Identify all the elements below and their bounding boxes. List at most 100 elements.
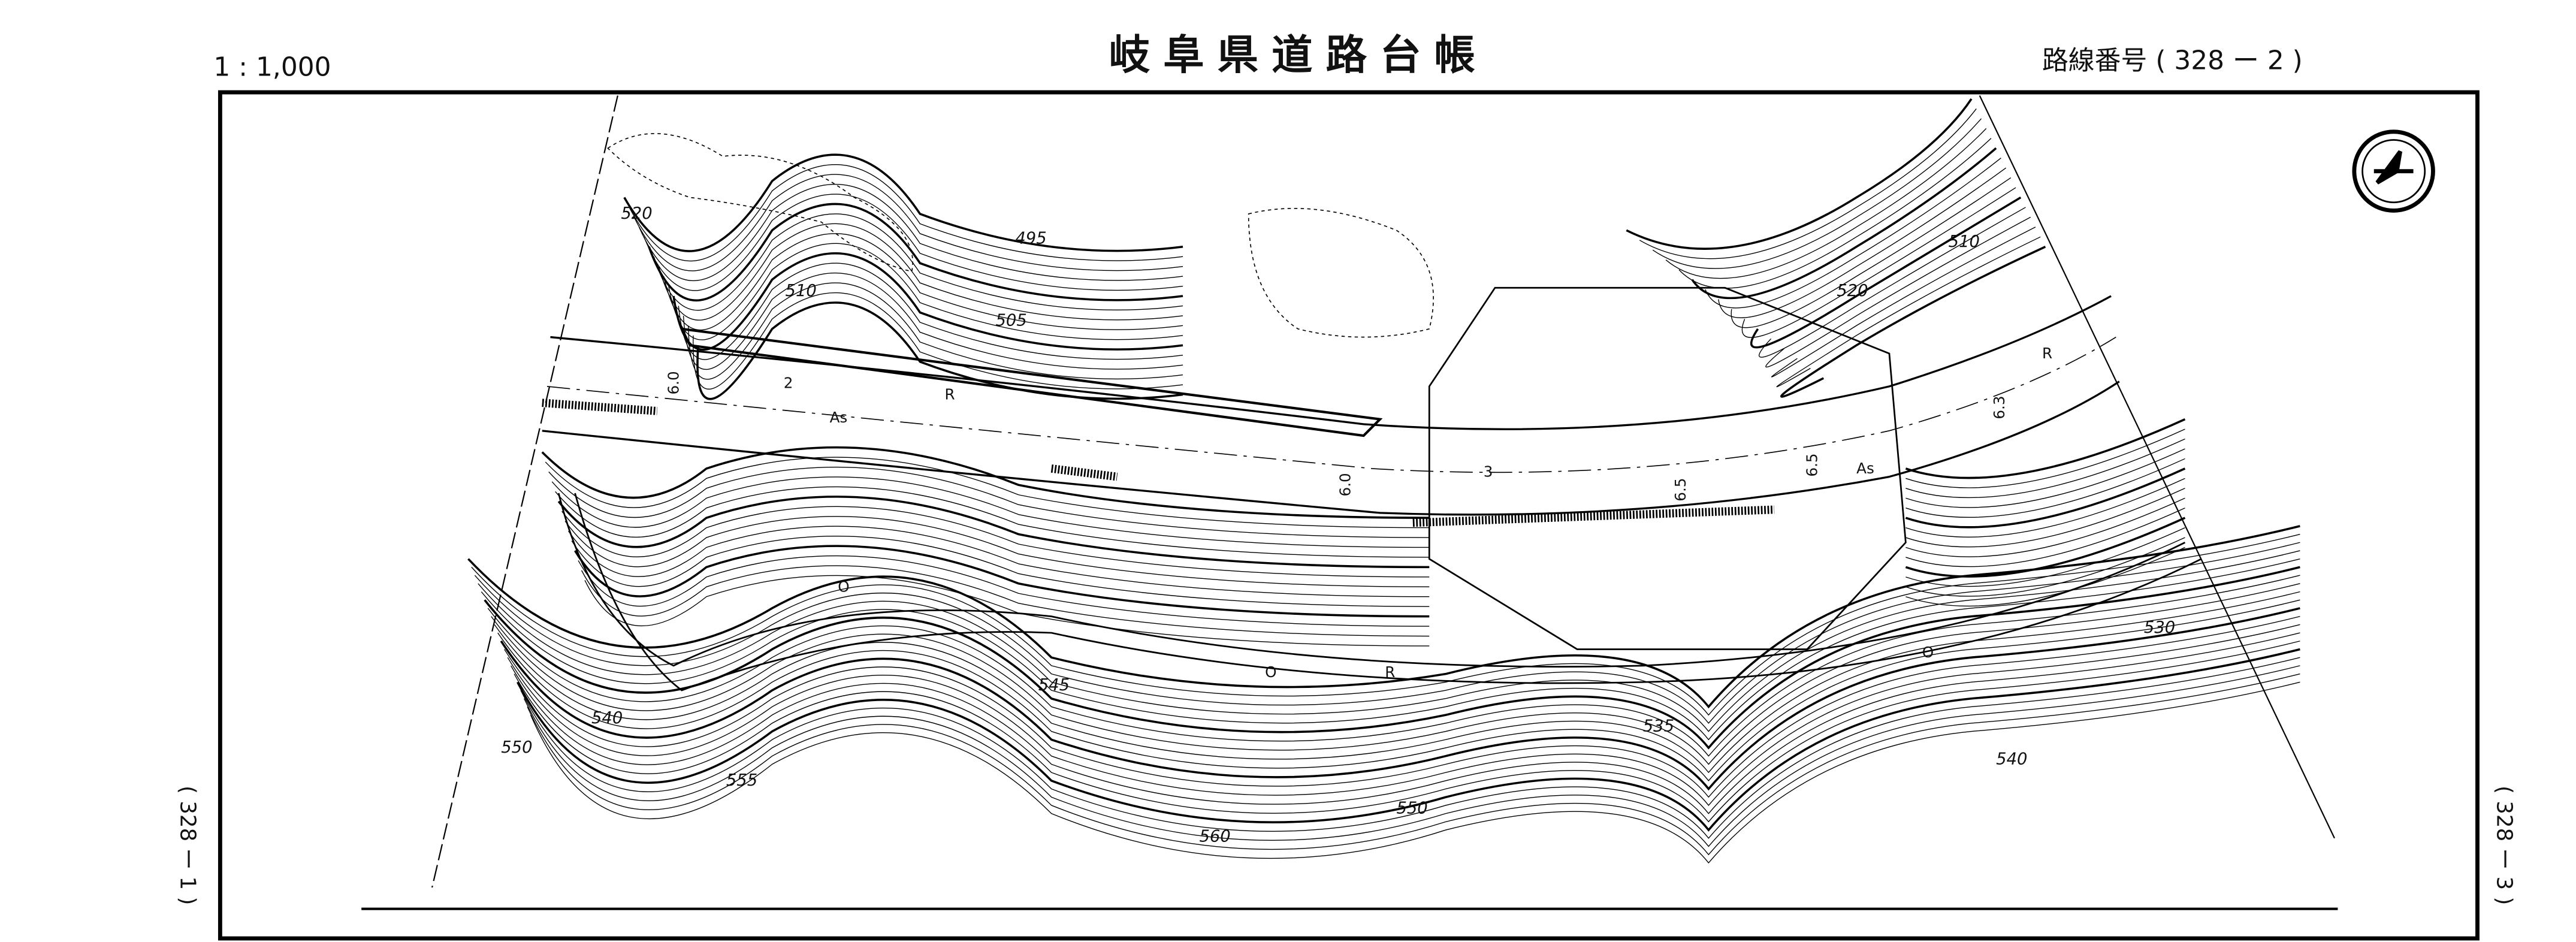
contour-line [638,184,1183,281]
contour-label: 555 [726,771,757,790]
contour-line [1639,108,1977,259]
contour-line [1905,438,2185,499]
contour-line [555,486,1430,558]
contour-line [511,632,2300,814]
contour-line [1905,478,2185,538]
contour-line [1780,246,2046,398]
contour-line [551,476,1430,548]
contour-line [1905,527,2185,587]
retaining-wall-label: R [2042,345,2052,362]
lower-road-label: O [838,578,849,596]
retaining-wall-label: R [1385,663,1395,681]
scale-label: 1 : 1,000 [213,52,331,83]
forest-area [607,133,913,272]
contour-line [633,174,1183,271]
section-label: 2 [784,375,793,392]
contour-line [474,542,2300,724]
lower-road-edge [574,493,2202,692]
contour-line [629,164,1183,262]
width-label: 6.3 [1991,395,2008,419]
contour-label: 535 [1643,717,1674,736]
contour-line [471,533,2300,716]
contour-line [1905,458,2185,518]
contour-line [500,607,2300,791]
contour-line [668,243,1183,340]
contour-line [523,665,2300,847]
adjacent-sheet-left: ( 328 ー 1 ) [176,786,200,905]
contour-line [507,624,2300,807]
sheet-title: 岐阜県道路台帳 [1109,32,1488,80]
contour-label: 550 [501,738,532,757]
contour-label: 550 [1396,799,1427,818]
contour-line [484,566,2300,750]
contour-label: 505 [995,311,1026,330]
contour-line [1731,177,2012,328]
contour-line [1771,227,2036,378]
contour-line [530,681,2300,864]
contour-line [478,550,2300,732]
contour-line [548,466,1430,538]
contour-line [644,194,1183,291]
contour-label: 510 [786,282,817,300]
lower-road [557,493,2186,668]
boundary-line-left [431,95,618,888]
contour-line [1652,118,1982,269]
contour-line [1905,428,2185,488]
cut-slope [1428,286,1907,650]
contour-line [1905,418,2186,479]
contour-line [584,575,1430,647]
width-label: 6.5 [1672,478,1689,502]
contour-label: 540 [1996,750,2027,768]
contour-line [682,273,1183,370]
contour-line [1741,187,2016,338]
contour-lines [467,98,2300,864]
contour-line [1691,147,1997,300]
contour-line [491,583,2300,765]
contour-line [1905,467,2186,529]
contour-label: 510 [1949,233,1980,251]
contour-line [581,565,1430,637]
contour-line [568,526,1430,597]
route-number: 路線番号 ( 328 ー 2 ) [2042,46,2303,76]
contour-line [1905,448,2185,508]
contour-line [578,555,1430,627]
contour-line [1905,537,2185,597]
contour-line [1759,207,2026,358]
width-label: 6.0 [665,371,682,394]
lower-road-label: O [1922,644,1934,661]
contour-line [561,506,1430,578]
contour-line [1705,158,2001,309]
contour-line [1776,236,2041,388]
lower-road-label: O [1265,663,1276,681]
contour-line [648,203,1183,301]
surface-label: As [830,409,848,426]
width-label: 6.0 [1337,473,1354,496]
section-label: 3 [1484,463,1493,481]
contour-line [693,292,1183,390]
boundary-line-right [1979,95,2335,839]
contour-line [557,496,1430,569]
contour-line [481,558,2300,741]
contour-line [1626,98,1973,250]
contour-line [688,282,1183,380]
contour-line [1905,488,2185,548]
contour-label: 520 [1837,282,1868,300]
contour-line [663,233,1183,331]
retaining-wall-label: R [944,386,955,403]
contour-line [487,575,2300,757]
contour-label: 545 [1038,676,1070,695]
contour-label: 530 [2144,618,2175,637]
contour-line [1718,167,2007,318]
contour-line [520,657,2300,839]
contour-line [545,457,1430,529]
surface-label: As [1856,460,1874,477]
contour-line [541,446,1430,519]
contour-line [517,648,2300,832]
contour-line [514,641,2300,823]
contour-label: 495 [1015,229,1046,247]
contour-line [1905,547,2185,607]
forest-area [1248,207,1434,338]
adjacent-sheet-right: ( 328 ー 3 ) [2492,786,2516,905]
contour-line [564,516,1430,587]
prefectural-road [542,295,2120,527]
